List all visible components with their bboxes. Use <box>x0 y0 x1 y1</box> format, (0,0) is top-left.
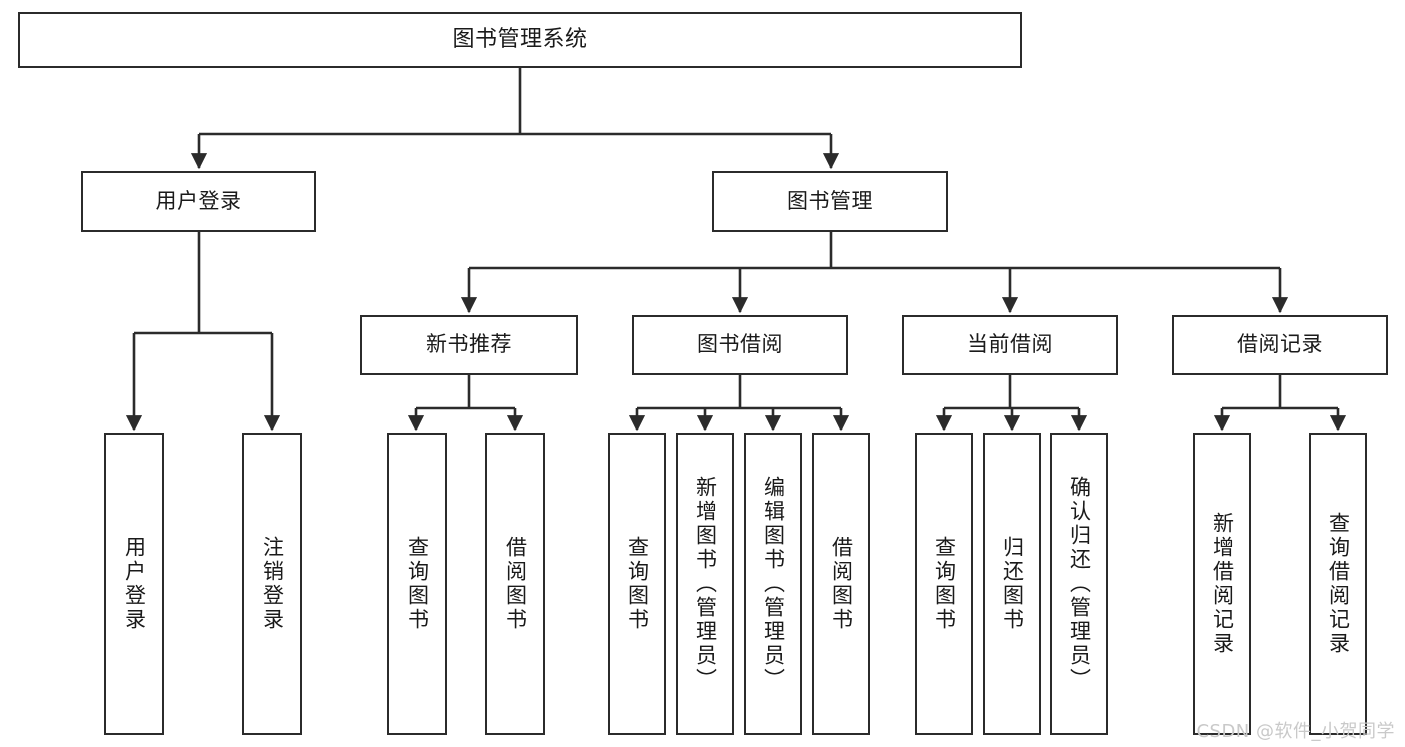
node-label: 编辑图书（管理员） <box>761 476 786 692</box>
node-label: 图书管理系统 <box>452 26 588 52</box>
node-label: 用户登录 <box>122 536 147 632</box>
leaf-book-borrow-add-book-admin[interactable]: 新增图书（管理员） <box>676 433 734 735</box>
node-label: 借阅记录 <box>1237 332 1323 357</box>
node-label: 查询图书 <box>932 536 957 632</box>
node-label: 用户登录 <box>155 188 242 213</box>
node-current-borrow[interactable]: 当前借阅 <box>902 315 1118 375</box>
leaf-book-borrow-edit-book-admin[interactable]: 编辑图书（管理员） <box>744 433 802 735</box>
leaf-book-borrow-borrow-book[interactable]: 借阅图书 <box>812 433 870 735</box>
node-book-management[interactable]: 图书管理 <box>712 171 948 232</box>
node-label: 借阅图书 <box>503 536 528 632</box>
leaf-user-login-login[interactable]: 用户登录 <box>104 433 164 735</box>
leaf-current-borrow-confirm-return-admin[interactable]: 确认归还（管理员） <box>1050 433 1108 735</box>
leaf-current-borrow-return-book[interactable]: 归还图书 <box>983 433 1041 735</box>
node-label: 查询图书 <box>625 536 650 632</box>
node-label: 图书管理 <box>787 188 873 213</box>
node-label: 新增借阅记录 <box>1210 512 1235 656</box>
node-user-login[interactable]: 用户登录 <box>81 171 316 232</box>
node-label: 新增图书（管理员） <box>693 476 718 692</box>
node-borrow-record[interactable]: 借阅记录 <box>1172 315 1388 375</box>
node-label: 新书推荐 <box>426 332 512 357</box>
node-label: 查询借阅记录 <box>1326 512 1351 656</box>
leaf-current-borrow-query-book[interactable]: 查询图书 <box>915 433 973 735</box>
node-label: 归还图书 <box>1000 536 1025 632</box>
node-book-borrow[interactable]: 图书借阅 <box>632 315 848 375</box>
node-label: 借阅图书 <box>829 536 854 632</box>
leaf-new-book-borrow-book[interactable]: 借阅图书 <box>485 433 545 735</box>
leaf-borrow-record-add-record[interactable]: 新增借阅记录 <box>1193 433 1251 735</box>
node-label: 确认归还（管理员） <box>1067 476 1092 692</box>
watermark: CSDN @软件_小贺同学 <box>1196 721 1395 742</box>
node-new-book-recommend[interactable]: 新书推荐 <box>360 315 578 375</box>
node-label: 图书借阅 <box>697 332 783 357</box>
leaf-new-book-query-book[interactable]: 查询图书 <box>387 433 447 735</box>
node-label: 注销登录 <box>260 536 285 632</box>
leaf-borrow-record-query-record[interactable]: 查询借阅记录 <box>1309 433 1367 735</box>
leaf-book-borrow-query-book[interactable]: 查询图书 <box>608 433 666 735</box>
leaf-user-login-logout[interactable]: 注销登录 <box>242 433 302 735</box>
node-root-book-management-system[interactable]: 图书管理系统 <box>18 12 1022 68</box>
node-label: 当前借阅 <box>967 332 1053 357</box>
node-label: 查询图书 <box>405 536 430 632</box>
